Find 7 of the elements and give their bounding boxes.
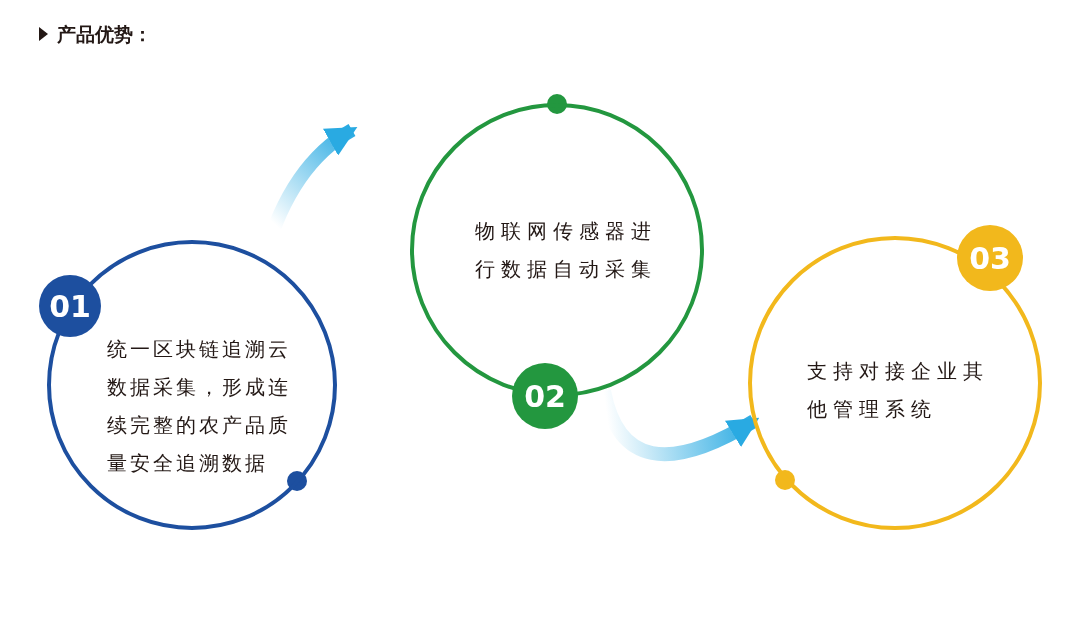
step-text: 物联网传感器进行数据自动采集 <box>475 218 658 283</box>
step-number-badge: 01 <box>39 275 101 337</box>
title: 产品优势： <box>57 22 152 47</box>
step-text: 统一区块链追溯云数据采集，形成连续完整的农产品质量安全追溯数据 <box>107 336 292 477</box>
step-text: 支持对接企业其他管理系统 <box>807 358 990 423</box>
step-number-badge: 02 <box>512 363 578 429</box>
step-number-badge: 03 <box>957 225 1023 291</box>
